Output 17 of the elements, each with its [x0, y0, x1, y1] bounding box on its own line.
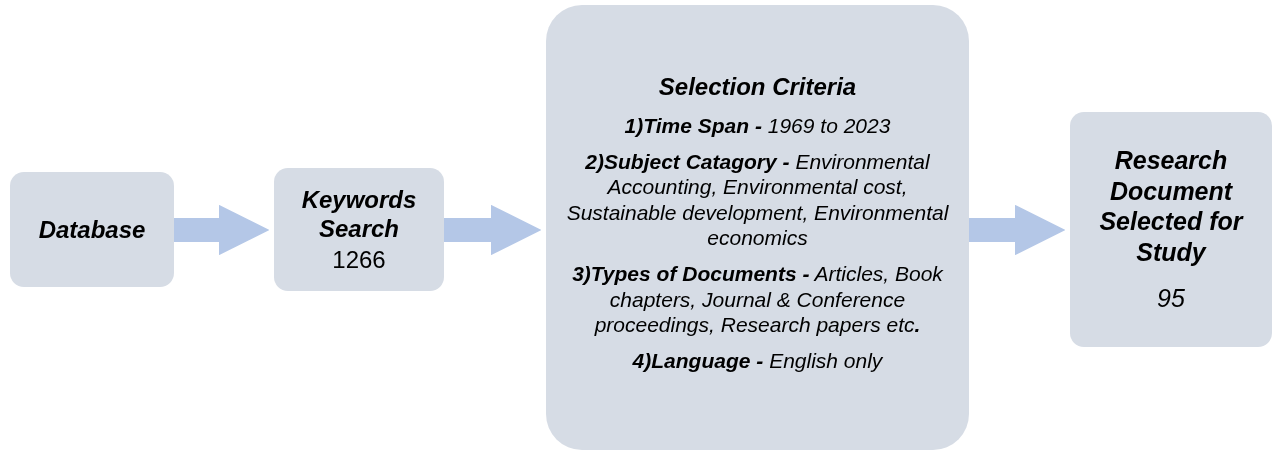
block-arrow — [444, 204, 542, 256]
box-text: 1)Time Span - 1969 to 2023 — [624, 112, 891, 139]
process-box — [546, 5, 969, 450]
process-box — [274, 168, 444, 291]
box-text: 3)Types of Documents - Articles, Book chapters, Journal & Conference proceedings, Research papers etc. — [571, 260, 945, 338]
box-text: 95 — [1157, 283, 1185, 314]
box-text: 1266 — [332, 245, 386, 275]
block-arrow — [174, 204, 270, 256]
box-heading: Database — [38, 214, 146, 245]
block-arrow — [969, 204, 1066, 256]
box-heading: Selection Criteria — [658, 71, 857, 101]
process-box — [1070, 112, 1272, 347]
process-box — [10, 172, 174, 287]
box-text: 4)Language - English only — [632, 347, 883, 374]
box-text: 2)Subject Catagory - Environmental Accounting, Environmental cost, Sustainable development, Environmental economics — [565, 148, 950, 251]
box-heading: Research Document Selected for Study — [1098, 145, 1245, 268]
box-heading: Keywords Search — [300, 184, 418, 244]
